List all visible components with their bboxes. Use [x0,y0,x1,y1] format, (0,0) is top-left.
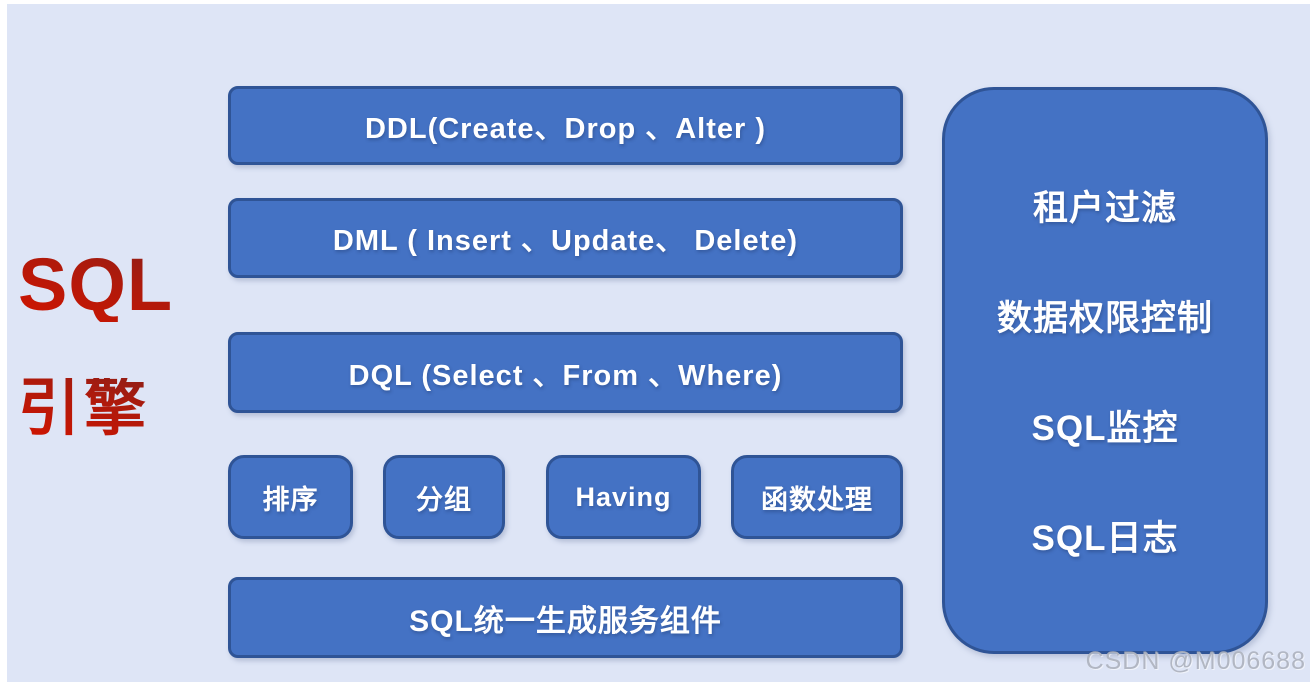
title-line-engine: 引擎 [18,378,218,440]
box-sort-label: 排序 [262,484,319,515]
box-group-label: 分组 [416,484,472,515]
right-capabilities-panel: 租户过滤 数据权限控制 SQL监控 SQL日志 [942,87,1268,654]
box-group: 分组 [383,455,505,539]
box-dql: DQL (Select 、From 、Where) [228,332,903,413]
box-dml-label: DML ( Insert 、Update、 Delete) [332,225,799,257]
box-sort: 排序 [228,455,353,539]
title-line-sql: SQL [18,248,218,322]
panel-item-sql-log: SQL日志 [1031,519,1179,558]
panel-item-data-permission: 数据权限控制 [996,299,1213,338]
box-ddl-label: DDL(Create、Drop 、Alter ) [364,112,767,145]
clause-box-row: 排序 分组 Having 函数处理 [228,455,903,539]
box-sql-generation-service: SQL统一生成服务组件 [228,577,903,658]
box-dql-label: DQL (Select 、From 、Where) [348,359,783,392]
panel-item-sql-monitor: SQL监控 [1031,409,1179,448]
box-sql-generation-service-label: SQL统一生成服务组件 [409,604,722,638]
box-function-processing: 函数处理 [731,455,903,539]
box-ddl: DDL(Create、Drop 、Alter ) [228,86,903,165]
sql-engine-title: SQL 引擎 [18,248,218,440]
box-having-label: Having [575,481,672,512]
csdn-watermark: CSDN @M006688 [1085,647,1306,675]
box-having: Having [546,455,701,539]
box-function-processing-label: 函数处理 [761,484,873,515]
box-dml: DML ( Insert 、Update、 Delete) [228,198,903,278]
panel-item-tenant-filter: 租户过滤 [1032,189,1177,228]
